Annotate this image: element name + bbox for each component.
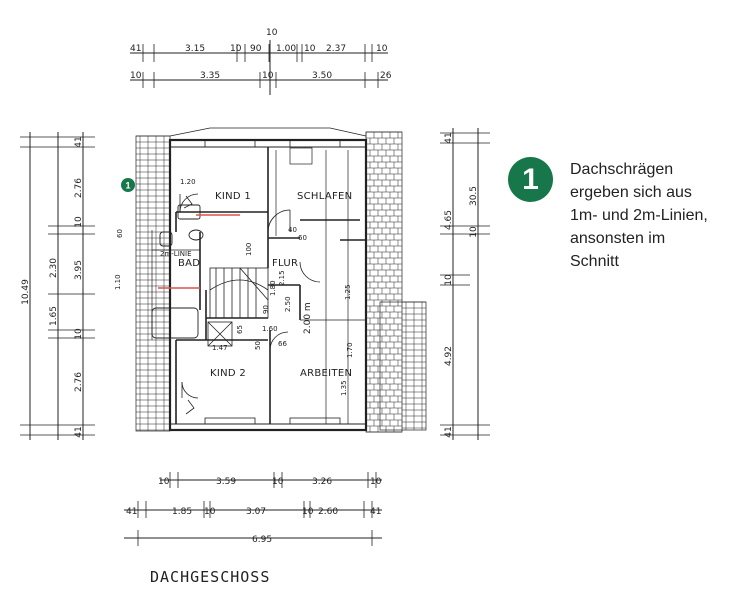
dim-right-c1-2: 10 — [444, 274, 454, 286]
plan-marker-number: 1 — [125, 181, 130, 191]
callout-line: Schnitt — [570, 253, 619, 270]
dim-right-c1-0: 41 — [444, 132, 454, 143]
dim-top-r2-0: 10 — [130, 71, 142, 81]
dim-bottom-r2-4: 10 — [302, 507, 314, 517]
dim-top-r1-4: 1.00 — [276, 44, 296, 54]
room-label-bad: BAD — [178, 258, 200, 269]
dim-top-center: 10 — [266, 28, 278, 38]
dim-top-r2-4: 26 — [380, 71, 392, 81]
room-label-flur: FLUR — [272, 258, 298, 269]
dim-right-c1-4: 41 — [444, 426, 454, 437]
dim-right-c2-0: 30.5 — [469, 186, 479, 206]
stairs — [207, 267, 269, 347]
dim-inner-60: 60 — [116, 229, 124, 238]
doors — [179, 193, 321, 415]
roof-slope-lines — [151, 147, 349, 424]
dim-inner-60b: 60 — [298, 234, 307, 242]
dim-top-r1-2: 10 — [230, 44, 242, 54]
dim-left-c1-0: 41 — [74, 136, 84, 147]
dim-inner-110: 1.10 — [114, 274, 122, 290]
dim-top-r2-1: 3.35 — [200, 71, 220, 81]
plan-title: DACHGESCHOSS — [150, 568, 270, 586]
dim-inner-40: 40 — [288, 226, 297, 234]
dim-inner-135: 1.35 — [340, 380, 348, 396]
dim-bottom-r2-0: 41 — [126, 507, 137, 517]
dim-right-c2-1: 10 — [469, 226, 479, 238]
callout-line: 1m- und 2m-Linien, — [570, 207, 708, 224]
room-label-arbeiten: ARBEITEN — [300, 368, 352, 379]
dim-bottom-r3-0: 6.95 — [252, 535, 272, 545]
dim-left-c1-2: 10 — [74, 216, 84, 228]
dim-bottom-r1-4: 10 — [370, 477, 382, 487]
dim-left-c1-4: 1.65 — [49, 306, 59, 326]
dim-top-r1-6: 2.37 — [326, 44, 346, 54]
dim-top-r1-0: 41 — [130, 44, 141, 54]
bathroom-fixtures — [151, 204, 204, 339]
top-dimension-lines — [130, 40, 388, 95]
dim-inner-50: 50 — [254, 341, 262, 350]
label-2m-height: 2.00 m — [303, 302, 313, 334]
dim-top-r1-3: 90 — [250, 44, 262, 54]
dim-inner-66: 66 — [278, 340, 287, 348]
dim-bottom-r1-1: 3.59 — [216, 477, 236, 487]
dim-left-c2-0: 10.49 — [21, 279, 31, 305]
dim-inner-90: 90 — [262, 305, 270, 314]
dim-left-c1-6: 2.76 — [74, 372, 84, 392]
plan-marker: 1 — [121, 178, 135, 192]
dim-top-r1-7: 10 — [376, 44, 388, 54]
dim-left-c1-1: 2.76 — [74, 178, 84, 198]
dim-right-c1-1: 4.65 — [444, 210, 454, 230]
dim-top-r1-5: 10 — [304, 44, 316, 54]
dim-right-c1-3: 4.92 — [444, 346, 454, 366]
dim-bottom-r2-1: 1.85 — [172, 507, 192, 517]
dim-inner-170: 1.70 — [346, 342, 354, 358]
dim-inner-180: 1.80 — [269, 280, 277, 296]
dim-bottom-r2-6: 41 — [370, 507, 381, 517]
dim-inner-160: 1.60 — [262, 325, 278, 333]
dim-top-r2-2: 10 — [262, 71, 274, 81]
dim-inner-125: 1.25 — [344, 284, 352, 300]
dim-inner-215: 2.15 — [278, 270, 286, 286]
dim-left-c1-7: 41 — [74, 426, 84, 437]
dim-bottom-r1-2: 10 — [272, 477, 284, 487]
dim-inner-100: 100 — [245, 243, 253, 256]
dim-left-c1-3: 2.30 — [49, 258, 59, 278]
dim-bottom-r2-3: 3.07 — [246, 507, 266, 517]
left-dimension-lines — [20, 132, 95, 440]
dim-bottom-r1-0: 10 — [158, 477, 170, 487]
dim-bottom-r2-2: 10 — [204, 507, 216, 517]
callout-text: Dachschrägen ergeben sich aus 1m- und 2m… — [570, 158, 735, 273]
red-highlight-lines — [158, 214, 240, 289]
dim-inner-250: 2.50 — [284, 296, 292, 312]
callout-line: ergeben sich aus — [570, 184, 692, 201]
dim-inner-120: 1.20 — [180, 178, 196, 186]
roof-hatching — [136, 131, 426, 433]
dim-top-r1-1: 3.15 — [185, 44, 205, 54]
right-dimension-lines — [440, 128, 490, 440]
callout-line: Dachschrägen — [570, 161, 674, 178]
dim-inner-65: 65 — [236, 325, 244, 334]
callout-number-badge: 1 — [508, 157, 553, 202]
dim-inner-147: 1.47 — [212, 344, 228, 352]
room-label-kind1: KIND 1 — [215, 191, 251, 202]
dim-top-r2-3: 3.50 — [312, 71, 332, 81]
room-label-kind2: KIND 2 — [210, 368, 246, 379]
dim-left-c3-0: 3.95 — [74, 260, 84, 280]
bottom-dimension-lines — [124, 472, 382, 546]
room-label-schlafen: SCHLAFEN — [297, 191, 352, 202]
callout-line: ansonsten im — [570, 230, 666, 247]
label-2m-line: 2m-LINIE — [160, 250, 192, 258]
dim-bottom-r1-3: 3.26 — [312, 477, 332, 487]
windows — [204, 139, 341, 425]
floor-plan: 1 KIND 1 SCHLAFEN BAD FLUR KIND 2 ARBEIT… — [20, 28, 490, 586]
dim-left-c1-5: 10 — [74, 328, 84, 340]
dim-bottom-r2-5: 2.60 — [318, 507, 338, 517]
